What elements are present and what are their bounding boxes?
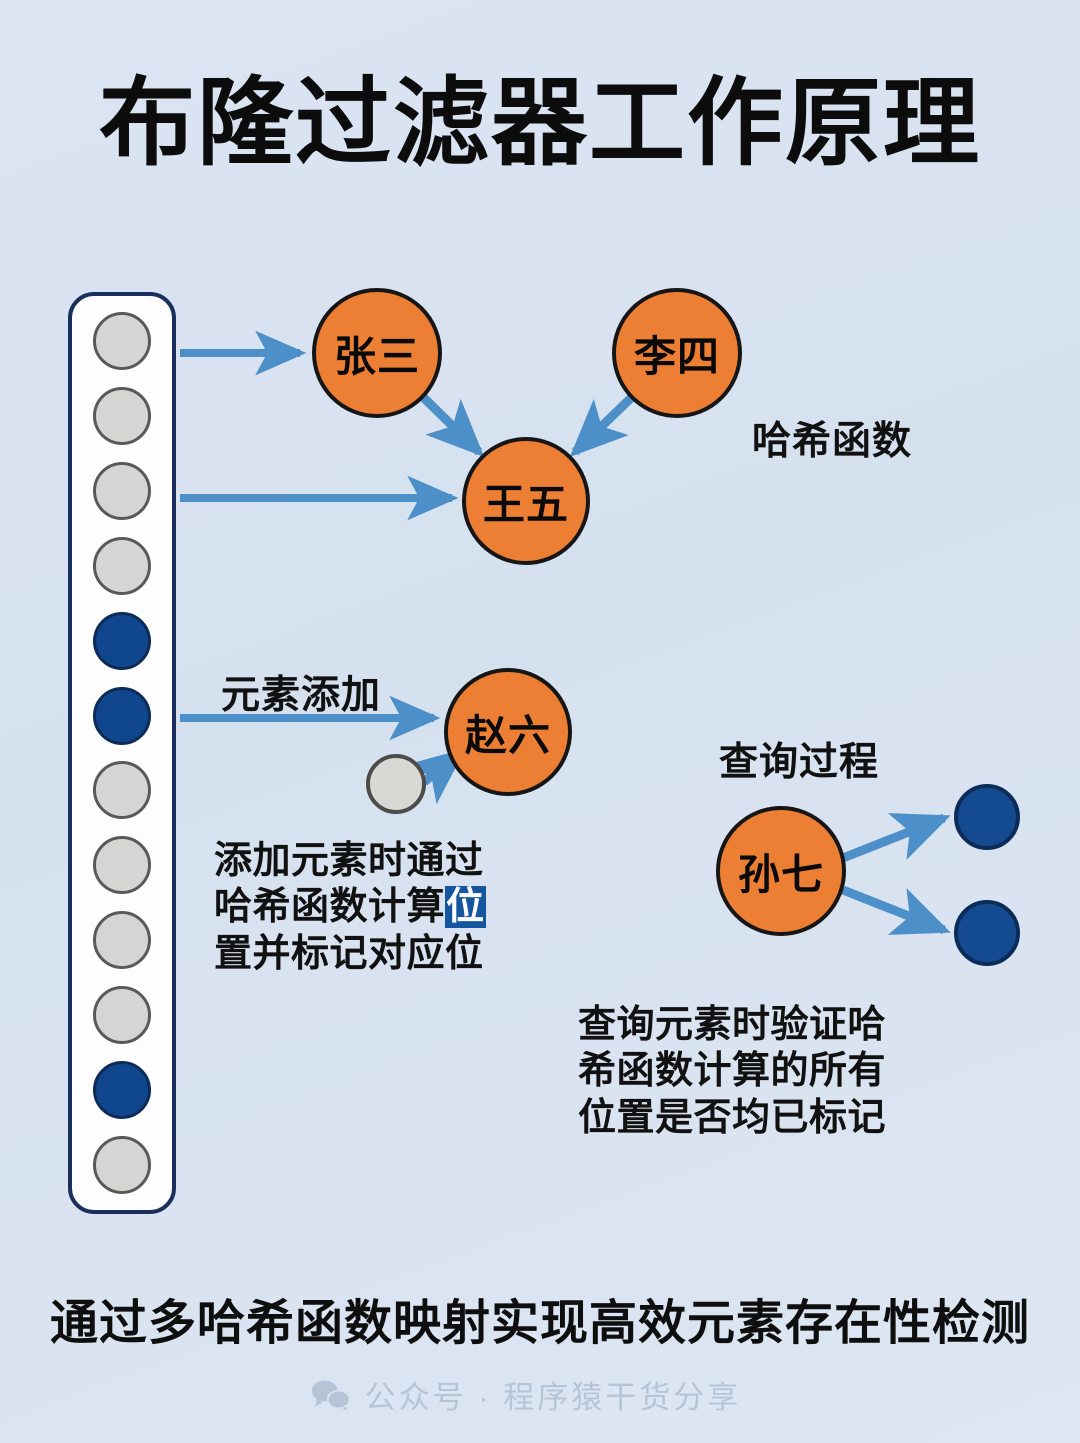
watermark-text: 公众号 · 程序猿干货分享 — [364, 1380, 742, 1415]
wechat-icon — [311, 1378, 351, 1412]
arrow-lisi-to-wangwu — [569, 393, 636, 457]
bit-cell-0 — [93, 312, 151, 370]
bit-cell-11 — [93, 1135, 151, 1194]
paragraph-element-add: 添加元素时通过 哈希函数计算位 置并标记对应位 — [214, 838, 564, 977]
query-marked-bit-bottom — [954, 900, 1020, 966]
paragraph-query-line3: 位置是否均已标记 — [578, 1096, 887, 1139]
node-wangwu[interactable]: 王五 — [462, 437, 590, 565]
label-element-add: 元素添加 — [221, 674, 382, 717]
bit-cell-7 — [93, 836, 151, 895]
paragraph-add-line2: 哈希函数计算位 — [214, 884, 564, 930]
bit-cell-2 — [93, 461, 151, 520]
bit-cell-8 — [93, 911, 151, 970]
paragraph-query-line1: 查询元素时验证哈 — [578, 1004, 887, 1046]
bit-cell-3 — [93, 536, 151, 595]
label-query-process: 查询过程 — [719, 741, 880, 784]
bit-cell-5 — [93, 686, 151, 745]
page-title: 布隆过滤器工作原理 — [99, 70, 981, 177]
paragraph-query-process: 查询元素时验证哈 希函数计算的所有 位置是否均已标记 — [578, 1002, 958, 1141]
bit-cell-4 — [93, 611, 151, 670]
node-zhangsan-label: 张三 — [333, 332, 420, 380]
bit-cell-1 — [93, 386, 151, 445]
highlighted-character: 位 — [445, 886, 486, 929]
node-wangwu-label: 王五 — [482, 480, 569, 528]
paragraph-add-line2-text: 哈希函数计算 — [214, 886, 446, 929]
unset-bit-circle — [366, 754, 426, 814]
label-hash-function: 哈希函数 — [752, 420, 913, 463]
bit-cell-10 — [93, 1061, 151, 1120]
node-lisi[interactable]: 李四 — [612, 288, 742, 418]
arrow-zhangsan-to-wangwu — [419, 393, 485, 458]
node-zhaoliu-label: 赵六 — [464, 711, 551, 759]
node-sunqi[interactable]: 孙七 — [716, 806, 846, 936]
node-zhangsan[interactable]: 张三 — [312, 288, 442, 418]
node-sunqi-label: 孙七 — [737, 850, 824, 898]
paragraph-add-line3: 置并标记对应位 — [214, 932, 484, 975]
node-zhaoliu[interactable]: 赵六 — [444, 668, 572, 796]
bit-cell-6 — [93, 761, 151, 820]
footer-caption: 通过多哈希函数映射实现高效元素存在性检测 — [49, 1297, 1030, 1350]
arrow-sunqi-to-query-bit-top — [841, 813, 951, 863]
bit-array-container — [68, 292, 176, 1214]
paragraph-add-line1: 添加元素时通过 — [214, 840, 484, 882]
bit-cell-9 — [93, 986, 151, 1045]
arrow-sunqi-to-query-bit-bottom — [841, 885, 951, 935]
query-marked-bit-top — [954, 784, 1020, 850]
node-lisi-label: 李四 — [633, 332, 720, 380]
watermark: 公众号 · 程序猿干货分享 — [0, 1372, 1080, 1417]
paragraph-query-line2: 希函数计算的所有 — [578, 1050, 887, 1093]
